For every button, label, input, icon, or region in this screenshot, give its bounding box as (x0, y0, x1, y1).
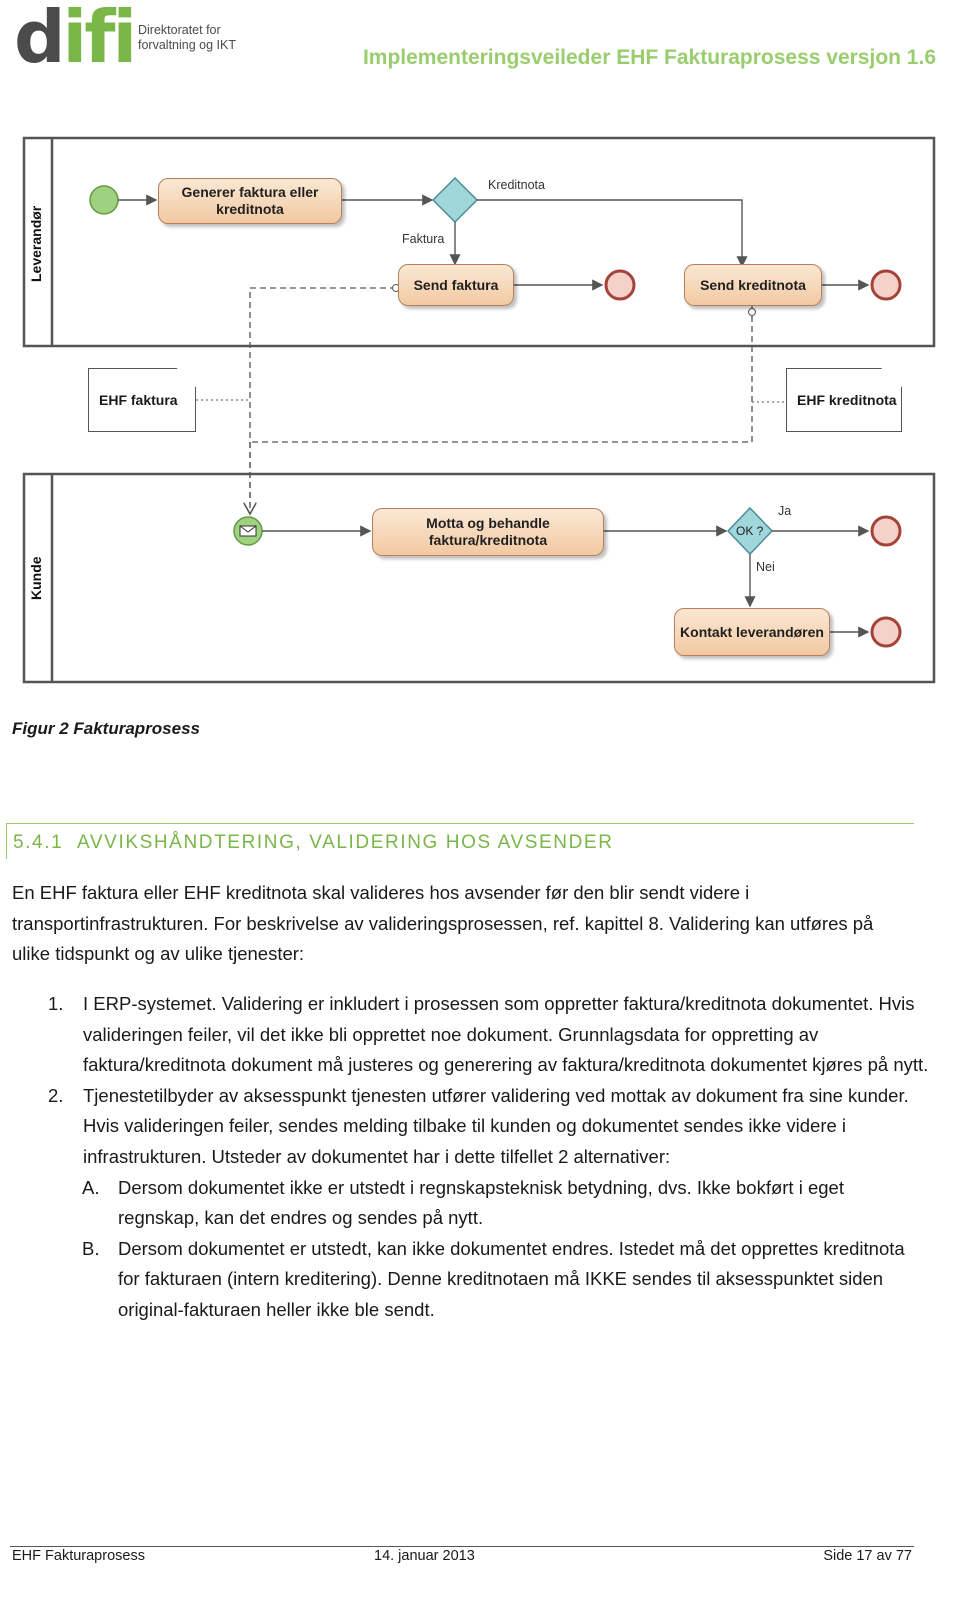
org-line-1: Direktoratet for (138, 23, 221, 37)
list-number: 1. (48, 993, 64, 1014)
list-text: I ERP-systemet. Validering er inkludert … (83, 993, 929, 1076)
document-ehf-kreditnota: EHF kreditnota (786, 368, 902, 432)
end-event-ja (870, 515, 902, 547)
gateway-label-ok: OK ? (736, 524, 764, 538)
sublist-letter: A. (82, 1176, 100, 1198)
task-send-faktura: Send faktura (398, 264, 514, 306)
section-number: 5.4.1 (13, 832, 64, 853)
lane-label-leverandor: Leverandør (28, 205, 44, 282)
lane-label-kunde: Kunde (28, 556, 44, 600)
footer-doc-name: EHF Fakturaprosess (12, 1548, 145, 1564)
end-event-send-faktura (604, 269, 636, 301)
difi-logo: difi Direktoratet for forvaltning og IKT (14, 0, 244, 79)
end-event-send-kreditnota (870, 269, 902, 301)
start-event (89, 185, 119, 215)
logo-org-name: Direktoratet for forvaltning og IKT (138, 23, 236, 53)
sublist-item: A. Dersom dokumentet ikke er utstedt i r… (0, 1173, 930, 1234)
section-title: AVVIKSHÅNDTERING, VALIDERING HOS AVSENDE… (77, 832, 614, 853)
sublist-text: Dersom dokumentet er utstedt, kan ikke d… (118, 1237, 905, 1320)
figure-caption: Figur 2 Fakturaprosess (12, 719, 201, 738)
footer-date: 14. januar 2013 (374, 1548, 475, 1564)
flow-label-nei: Nei (756, 560, 775, 574)
exclusive-gateway (431, 176, 479, 224)
sublist-item: B. Dersom dokumentet er utstedt, kan ikk… (0, 1234, 930, 1326)
pool-kunde (22, 472, 936, 684)
footer-divider (10, 1546, 914, 1547)
sublist-letter: B. (82, 1237, 100, 1259)
flow-label-faktura: Faktura (402, 232, 445, 246)
validation-list: 1. I ERP-systemet. Validering er inklude… (0, 989, 930, 1326)
task-contact: Kontakt leverandøren (674, 608, 830, 656)
list-text: Tjenestetilbyder av aksesspunkt tjeneste… (83, 1084, 909, 1167)
list-item: 2. Tjenestetilbyder av aksesspunkt tjene… (0, 1081, 930, 1173)
logo-wordmark: difi (14, 0, 137, 79)
flow-label-kreditnota: Kreditnota (488, 178, 545, 192)
document-title: Implementeringsveileder EHF Fakturaprose… (362, 46, 936, 69)
diagram-lines (22, 136, 936, 684)
list-item: 1. I ERP-systemet. Validering er inklude… (0, 989, 930, 1081)
footer-page-number: Side 17 av 77 (823, 1548, 912, 1564)
task-send-kreditnota: Send kreditnota (684, 264, 822, 306)
section-heading: 5.4.1 AVVIKSHÅNDTERING, VALIDERING HOS A… (6, 823, 914, 859)
list-number: 2. (48, 1084, 64, 1106)
flow-label-ja: Ja (778, 504, 792, 518)
intro-paragraph: En EHF faktura eller EHF kreditnota skal… (12, 882, 874, 965)
pool-leverandor (22, 136, 936, 348)
task-receive: Motta og behandle faktura/kreditnota (372, 508, 604, 556)
end-event-kontakt (870, 616, 902, 648)
org-line-2: forvaltning og IKT (138, 38, 236, 52)
document-ehf-faktura: EHF faktura (88, 368, 196, 432)
sublist-text: Dersom dokumentet ikke er utstedt i regn… (118, 1176, 844, 1229)
task-generate: Generer faktura eller kreditnota (158, 178, 342, 224)
process-diagram: Leverandør Kunde Generer faktura eller k… (20, 130, 940, 710)
